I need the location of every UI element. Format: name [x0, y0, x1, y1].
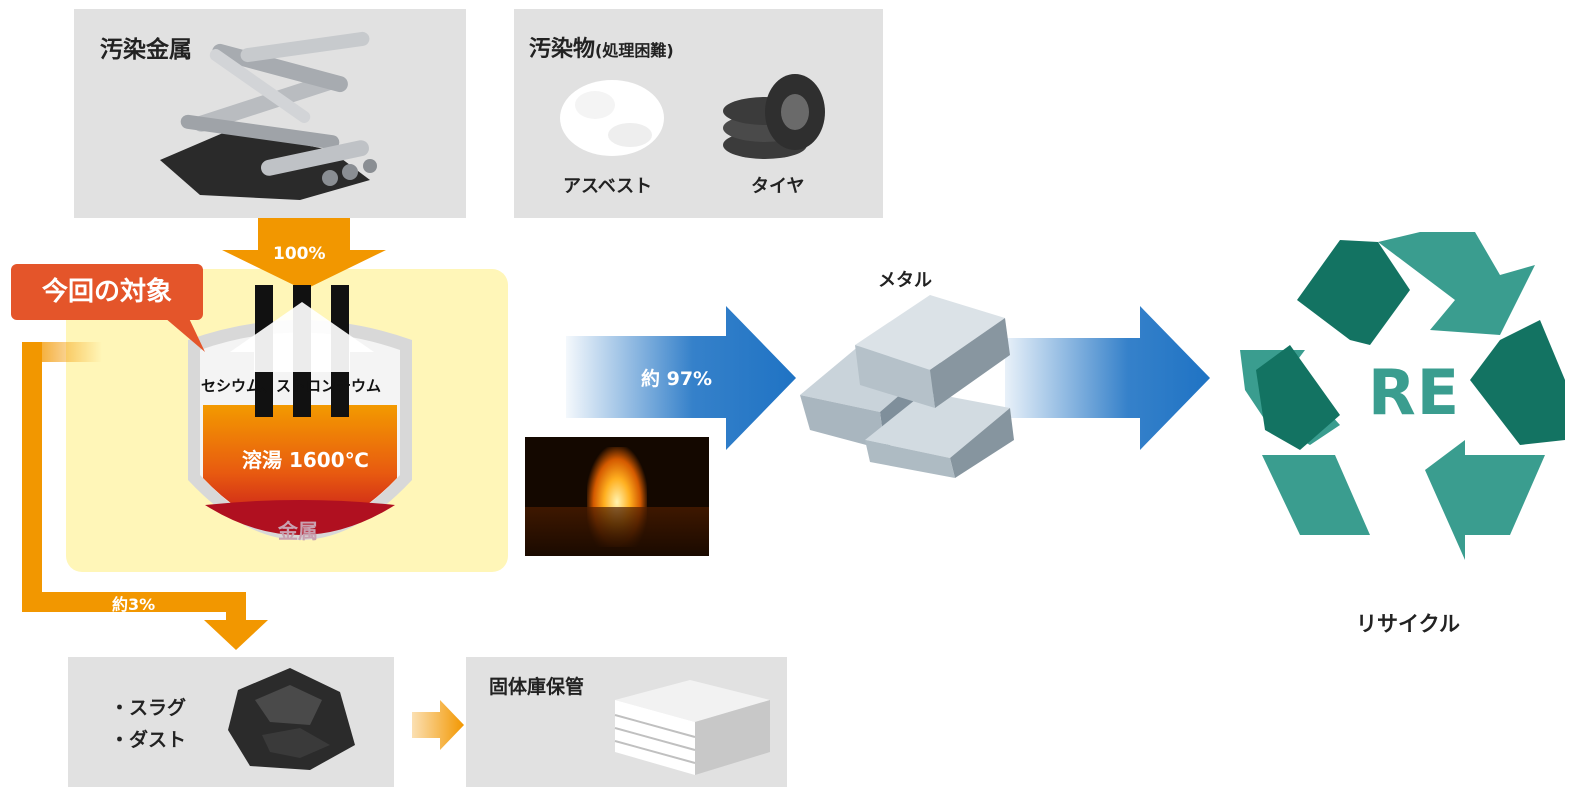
asbestos-label: アスベスト — [563, 176, 653, 197]
recycle-label: リサイクル — [1356, 612, 1460, 636]
tire-label: タイヤ — [751, 176, 805, 197]
asbestos-icon — [560, 80, 664, 156]
metal-percent-label: 約 97% — [641, 368, 713, 390]
tire-icon — [723, 74, 825, 159]
metal-label: メタル — [878, 270, 932, 291]
target-callout: 今回の対象 — [11, 264, 203, 320]
slag-rock-icon — [228, 668, 355, 770]
metal-ingot-icon — [800, 295, 1014, 478]
vapor-label: セシウム、ストロンチウム — [201, 377, 382, 395]
metal-output-arrow — [566, 306, 796, 450]
recycle-icon — [1240, 232, 1565, 560]
furnace-photo — [525, 437, 709, 556]
recycle-symbol-text: RE — [1368, 356, 1461, 429]
contaminated-material-subtitle: (処理困難) — [595, 41, 674, 60]
storage-container-icon — [614, 680, 770, 775]
contaminated-material-title: 汚染物(処理困難) — [529, 31, 674, 63]
storage-arrow — [412, 700, 464, 750]
melt-label: 溶湯 1600℃ — [242, 448, 369, 472]
dust-item: ・ダスト — [110, 729, 187, 751]
target-callout-tail — [158, 312, 205, 352]
input-percent-label: 100% — [273, 244, 326, 264]
crucible — [188, 320, 412, 540]
contaminated-metal-title: 汚染金属 — [100, 37, 192, 63]
metal-in-crucible-label: 金属 — [278, 519, 318, 543]
recycle-arrow — [1005, 306, 1210, 450]
exhaust-pipes — [230, 285, 374, 417]
contaminated-material-title-text: 汚染物 — [529, 37, 596, 62]
slag-item: ・スラグ — [110, 697, 187, 719]
input-arrow — [222, 218, 386, 290]
slag-flow-arrow — [22, 342, 268, 650]
slag-percent-label: 約3% — [112, 595, 156, 614]
storage-label: 固体庫保管 — [489, 676, 585, 698]
scrap-metal-icon — [160, 31, 377, 200]
